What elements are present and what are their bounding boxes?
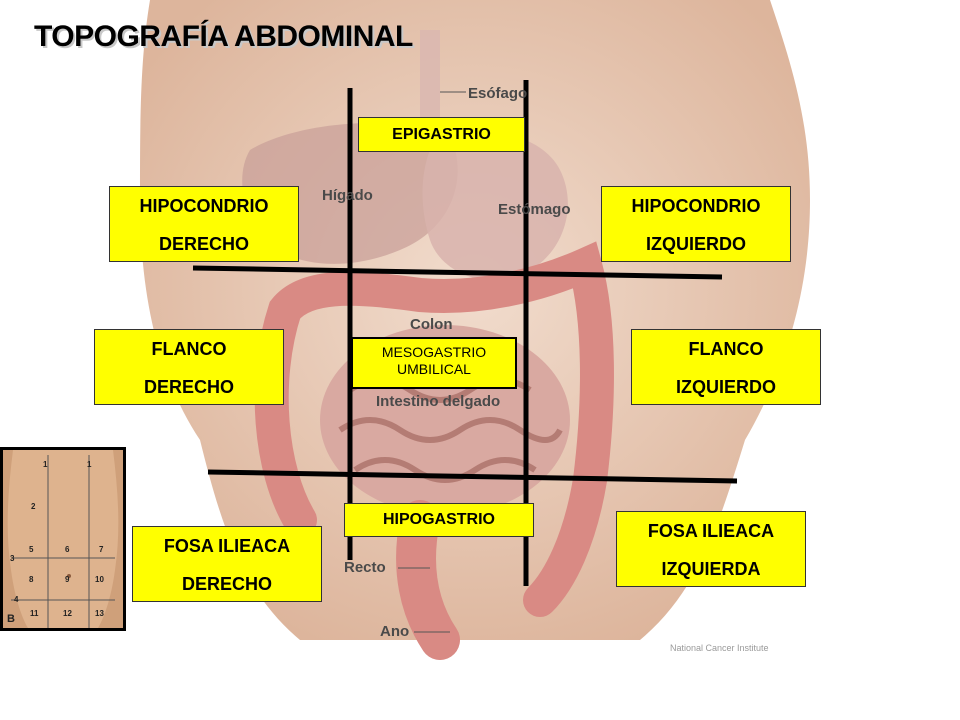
inset-label: 9 — [65, 575, 70, 584]
inset-label: 2 — [31, 502, 36, 511]
label-estomago: Estómago — [498, 201, 571, 218]
inset-label: 1 — [43, 460, 48, 469]
inset-label: 5 — [29, 545, 34, 554]
label-recto: Recto — [344, 559, 386, 576]
region-epigastrio: EPIGASTRIO — [358, 117, 525, 152]
label-intestino-delgado: Intestino delgado — [376, 393, 501, 410]
inset-label: 13 — [95, 609, 104, 618]
inset-label: 3 — [10, 554, 15, 563]
label-higado: Hígado — [322, 187, 373, 204]
inset-label: 4 — [14, 595, 19, 604]
inset-label: 1 — [87, 460, 92, 469]
image-credit: National Cancer Institute — [670, 643, 769, 653]
region-hipogastrio: HIPOGASTRIO — [344, 503, 534, 537]
inset-label: 6 — [65, 545, 70, 554]
inset-label: 8 — [29, 575, 34, 584]
horizontal-line-lower — [207, 469, 738, 484]
stomach-shape — [422, 132, 568, 281]
inset-torso-illustration — [3, 450, 123, 628]
inset-label: 7 — [99, 545, 104, 554]
inset-label: 11 — [30, 609, 39, 618]
rectum-shape — [396, 500, 460, 660]
page-title: TOPOGRAFÍA ABDOMINAL — [34, 20, 413, 53]
horizontal-line-upper — [192, 265, 723, 280]
label-colon: Colon — [410, 316, 453, 333]
label-ano: Ano — [380, 623, 410, 640]
inset-label: 12 — [63, 609, 72, 618]
inset-body-photo: 1 1 2 3 4 5 6 7 8 9 10 11 12 13 B — [0, 447, 126, 631]
label-esofago: Esófago — [468, 85, 528, 102]
inset-label: 10 — [95, 575, 104, 584]
inset-label: B — [7, 613, 15, 625]
